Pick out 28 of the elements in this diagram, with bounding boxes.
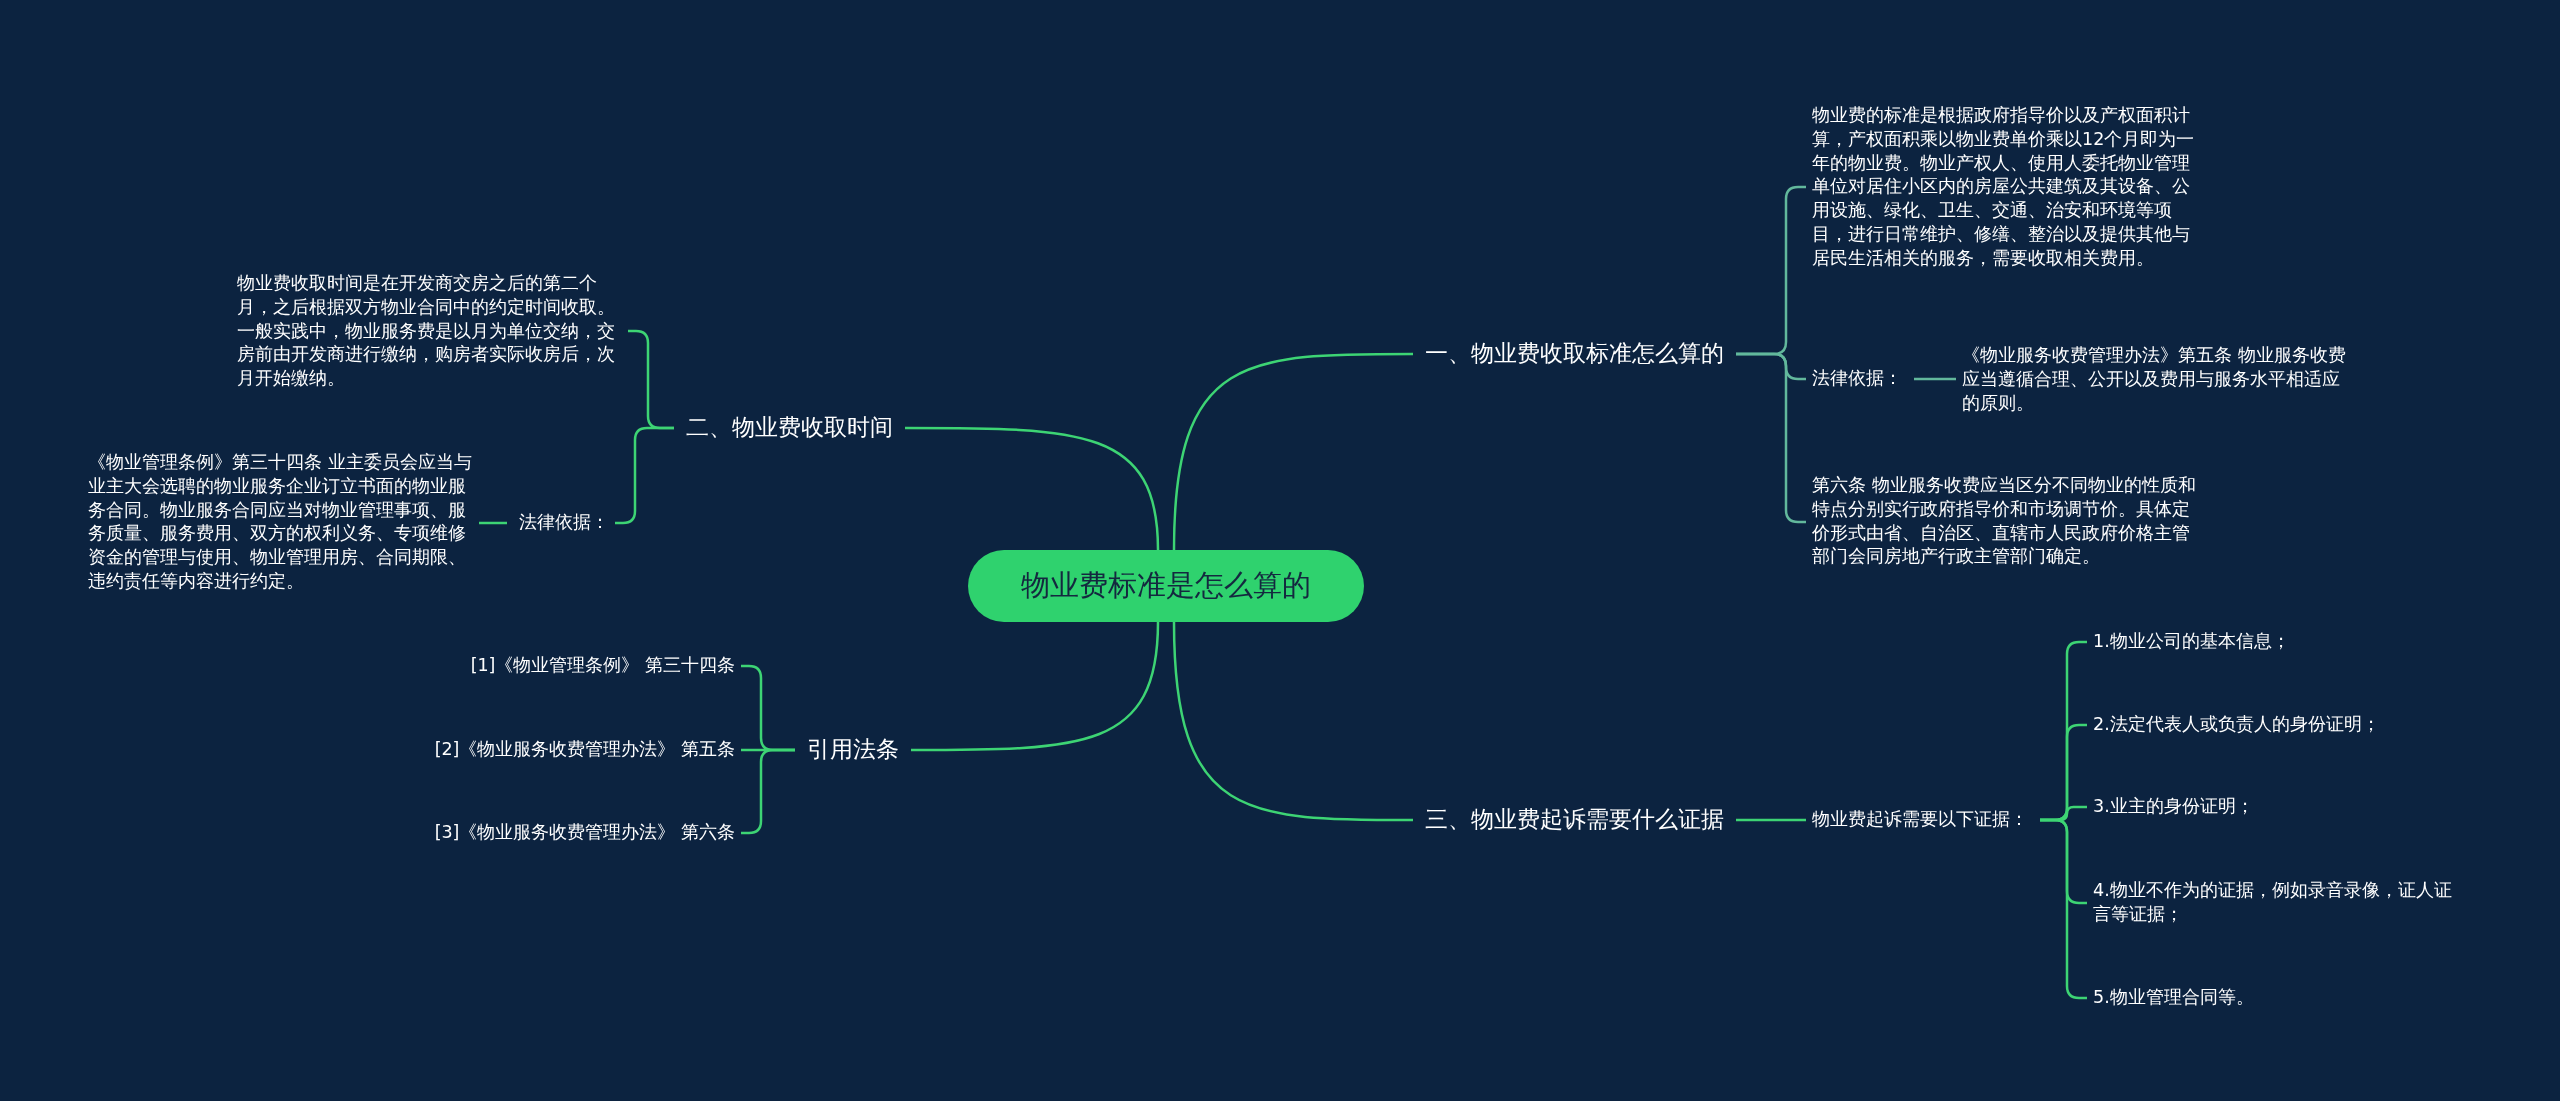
leaf-topic-text: 5.物业管理合同等。 (2093, 984, 2254, 1012)
leaf-topic-text: 第六条 物业服务收费应当区分不同物业的性质和特点分别实行政府指导价和市场调节价。具体定价形式由省、自治区、直辖市人民政府价格主管部门会同房地产行政主管部门确定。 (1812, 472, 2207, 572)
leaf-topic-text: 《物业管理条例》第三十四条 业主委员会应当与业主大会选聘的物业服务企业订立书面的物业服务合同。物业服务合同应当对物业管理事项、服务质量、服务费用、双方的权利义务、专项维修资金的管理与使用、物业管理用房、合同期限、违约责任等内容进行约定。 (88, 448, 473, 596)
leaf-topic-text: 物业费的标准是根据政府指导价以及产权面积计算，产权面积乘以物业费单价乘以12个月即为一年的物业费。物业产权人、使用人委托物业管理单位对居住小区内的房屋公共建筑及其设备、公用设施、绿化、卫生、交通、治安和环境等项目，进行日常维护、修缮、整治以及提供其他与居民生活相关的服务，需要收取相关费用。 (1812, 101, 2207, 273)
leaf-topic-text: 法律依据： (1812, 365, 1902, 393)
leaf-topic-text: [2]《物业服务收费管理办法》 第五条 (434, 736, 735, 764)
leaf-topic-text: 《物业服务收费管理办法》第五条 物业服务收费应当遵循合理、公开以及费用与服务水平相适应的原则。 (1962, 342, 2347, 418)
connector-line (905, 426, 1160, 551)
leaf-topic-text: 物业费起诉需要以下证据： (1812, 806, 2028, 834)
connector-line (911, 621, 1160, 752)
leaf-topic-text: [3]《物业服务收费管理办法》 第六条 (434, 819, 735, 847)
branch-topic-text: 引用法条 (807, 733, 899, 767)
branch-topic-text: 二、物业费收取时间 (686, 411, 893, 445)
branch-topic-text: 一、物业费收取标准怎么算的 (1425, 337, 1724, 371)
connector-line (1914, 377, 1956, 381)
leaf-topic-text: [1]《物业管理条例》 第三十四条 (470, 652, 735, 680)
leaf-topic-text: 物业费收取时间是在开发商交房之后的第二个月，之后根据双方物业合同中的约定时间收取。一般实践中，物业服务费是以月为单位交纳，交房前由开发商进行缴纳，购房者实际收房后，次月开始缴纳。 (237, 269, 622, 393)
leaf-topic-text: 1.物业公司的基本信息； (2093, 628, 2290, 656)
leaf-topic-text: 2.法定代表人或负责人的身份证明； (2093, 711, 2380, 739)
connector-line (1172, 352, 1413, 551)
central-topic-pill: 物业费标准是怎么算的 (968, 550, 1364, 622)
branch-topic-text: 三、物业费起诉需要什么证据 (1425, 803, 1724, 837)
leaf-topic-text: 3.业主的身份证明； (2093, 793, 2254, 821)
connector-line (479, 521, 507, 525)
leaf-topic-text: 法律依据： (519, 509, 609, 537)
leaf-topic-text: 4.物业不作为的证据，例如录音录像，证人证言等证据； (2093, 877, 2455, 929)
connector-line (1172, 621, 1413, 822)
connector-line (1736, 818, 1806, 822)
